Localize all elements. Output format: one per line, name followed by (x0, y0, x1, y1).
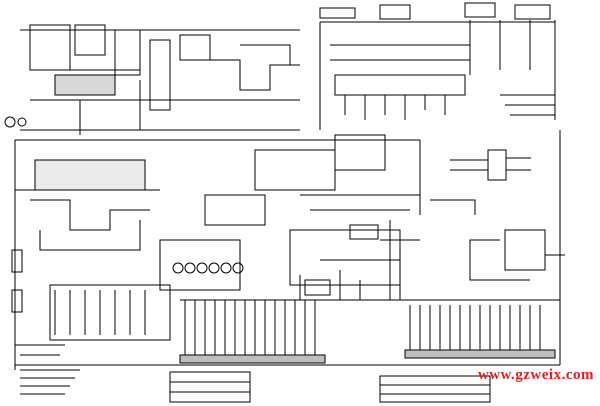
power-supply-section (4, 24, 300, 135)
watermark-url: www.gzweix.com (477, 367, 594, 383)
bottom-tables (20, 369, 491, 403)
video-section (14, 139, 300, 370)
output-connectors (430, 149, 565, 281)
pin-header-section (179, 259, 560, 364)
processor-section (204, 134, 421, 300)
audio-section (11, 249, 171, 356)
ic-main-section (319, 2, 556, 130)
